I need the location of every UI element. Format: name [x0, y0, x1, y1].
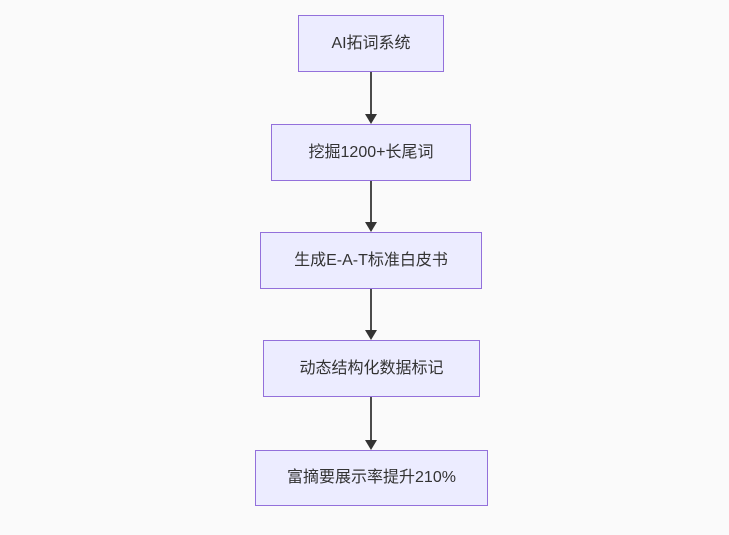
arrow-line	[370, 72, 372, 114]
arrow-head-icon	[365, 222, 377, 232]
arrow-line	[370, 289, 372, 330]
flow-node-label: 挖掘1200+长尾词	[308, 143, 434, 161]
flow-arrow-1	[365, 72, 377, 124]
flow-node-label: AI拓词系统	[331, 34, 411, 52]
arrow-line	[370, 397, 372, 440]
flow-node-structured-data: 动态结构化数据标记	[263, 340, 480, 397]
flow-node-eat-whitepaper: 生成E-A-T标准白皮书	[260, 232, 482, 289]
flow-arrow-3	[365, 289, 377, 340]
flow-arrow-2	[365, 181, 377, 232]
flow-node-ai-expansion: AI拓词系统	[298, 15, 444, 72]
flow-node-label: 动态结构化数据标记	[299, 359, 444, 377]
arrow-head-icon	[365, 330, 377, 340]
flow-node-label: 生成E-A-T标准白皮书	[294, 251, 448, 269]
flow-node-label: 富摘要展示率提升210%	[287, 469, 456, 487]
flow-arrow-4	[365, 397, 377, 450]
flow-node-rich-snippet-result: 富摘要展示率提升210%	[255, 450, 488, 506]
arrow-head-icon	[365, 114, 377, 124]
arrow-head-icon	[365, 440, 377, 450]
flow-node-longtail-keywords: 挖掘1200+长尾词	[271, 124, 471, 181]
arrow-line	[370, 181, 372, 222]
